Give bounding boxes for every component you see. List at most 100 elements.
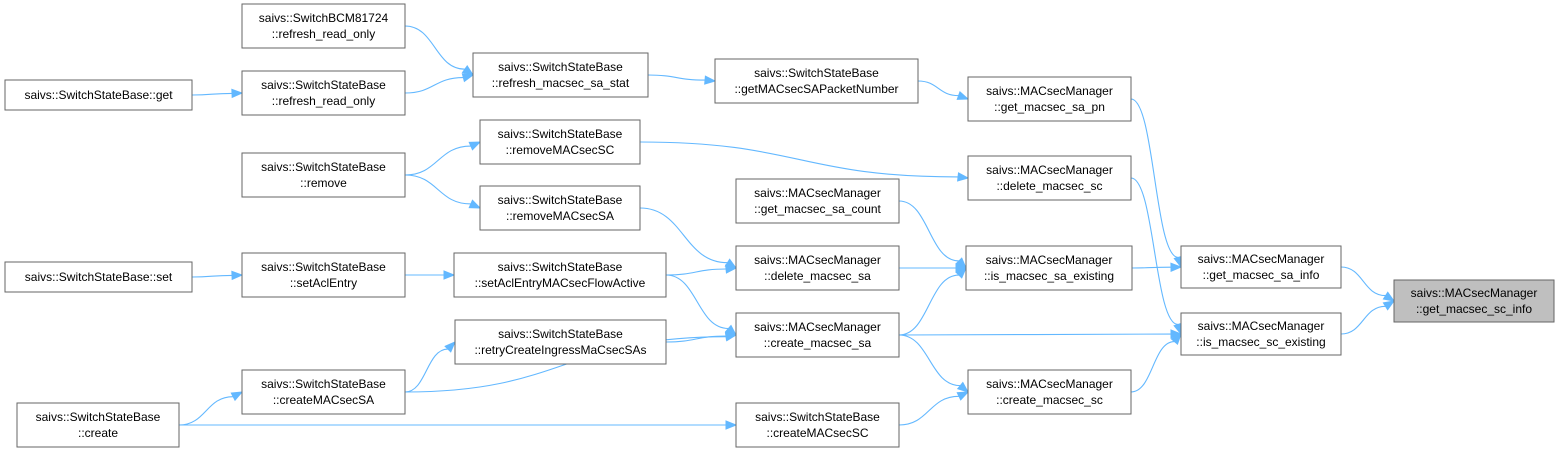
- edge-line: [1130, 98, 1179, 258]
- arrowhead-icon: [444, 341, 456, 353]
- node-label: ::get_macsec_sa_count: [754, 202, 881, 216]
- node-label: ::retryCreateIngressMaCsecSAs: [474, 343, 646, 357]
- node-sa_count[interactable]: saivs::MACsecManager::get_macsec_sa_coun…: [735, 178, 900, 224]
- node-label: ::create_macsec_sa: [764, 336, 872, 350]
- node-box: [967, 155, 1132, 201]
- node-label: saivs::SwitchStateBase::set: [25, 270, 173, 284]
- node-remove[interactable]: saivs::SwitchStateBase::remove: [241, 152, 406, 198]
- edge-line: [639, 207, 728, 264]
- node-label: ::delete_macsec_sc: [996, 179, 1102, 193]
- node-label: ::is_macsec_sa_existing: [984, 269, 1114, 283]
- node-box: [735, 245, 900, 291]
- node-box: [1393, 279, 1555, 323]
- node-label: ::setAclEntryMACsecFlowActive: [475, 276, 646, 290]
- node-sa_pn[interactable]: saivs::MACsecManager::get_macsec_sa_pn: [967, 76, 1132, 122]
- edge-removeSC-to-delete_sc: [639, 141, 970, 182]
- edge-line: [639, 141, 959, 178]
- node-sa_existing[interactable]: saivs::MACsecManager::is_macsec_sa_exist…: [965, 245, 1133, 291]
- edge-get-to-ssb_refresh: [191, 88, 244, 99]
- node-box: [16, 402, 180, 448]
- edge-line: [191, 92, 233, 96]
- node-sc_existing[interactable]: saivs::MACsecManager::is_macsec_sc_exist…: [1180, 312, 1342, 356]
- arrowhead-icon: [1170, 332, 1182, 346]
- node-label: saivs::MACsecManager: [986, 163, 1113, 177]
- node-box: [454, 319, 667, 365]
- node-create_sc[interactable]: saivs::MACsecManager::create_macsec_sc: [967, 369, 1132, 415]
- node-box: [241, 369, 406, 415]
- node-label: saivs::MACsecManager: [1198, 252, 1325, 266]
- call-nodes: saivs::MACsecManager::get_macsec_sc_info…: [4, 3, 1555, 448]
- edge-refresh_stat-to-getPN: [647, 74, 717, 85]
- edge-setAclFlow-to-create_sa: [665, 274, 738, 336]
- call-edges: [178, 25, 1396, 430]
- node-label: ::get_macsec_sa_pn: [994, 100, 1105, 114]
- node-removeSA[interactable]: saivs::SwitchStateBase::removeMACsecSA: [479, 185, 641, 231]
- node-label: saivs::MACsecManager: [754, 186, 881, 200]
- edge-line: [665, 335, 727, 343]
- node-create[interactable]: saivs::SwitchStateBase::create: [16, 402, 180, 448]
- node-label: saivs::SwitchStateBase: [754, 66, 879, 80]
- edge-create-to-createSA: [178, 391, 244, 426]
- node-box: [735, 178, 900, 224]
- node-box: [4, 79, 193, 111]
- node-delete_sc[interactable]: saivs::MACsecManager::delete_macsec_sc: [967, 155, 1132, 201]
- arrowhead-icon: [468, 141, 482, 151]
- arrowhead-icon: [724, 332, 738, 342]
- edge-line: [404, 77, 464, 94]
- node-setAclFlow[interactable]: saivs::SwitchStateBase::setAclEntryMACse…: [453, 252, 667, 298]
- edge-line: [178, 396, 234, 426]
- arrowhead-icon: [957, 172, 970, 182]
- arrowhead-icon: [461, 65, 475, 76]
- edge-line: [404, 348, 448, 393]
- edge-remove-to-removeSA: [404, 174, 482, 209]
- edge-line: [647, 74, 706, 81]
- node-sa_info[interactable]: saivs::MACsecManager::get_macsec_sa_info: [1180, 245, 1342, 289]
- edge-line: [1130, 341, 1175, 393]
- node-label: ::createMACsecSA: [273, 393, 374, 407]
- edge-line: [404, 25, 465, 70]
- node-label: ::createMACsecSC: [766, 426, 868, 440]
- node-createSA[interactable]: saivs::SwitchStateBase::createMACsecSA: [241, 369, 406, 415]
- node-label: saivs::MACsecManager: [754, 253, 881, 267]
- node-set[interactable]: saivs::SwitchStateBase::set: [4, 261, 193, 293]
- node-box: [967, 369, 1132, 415]
- node-label: saivs::MACsecManager: [986, 253, 1113, 267]
- edge-line: [1131, 266, 1172, 269]
- node-box: [1180, 312, 1342, 356]
- node-ssb_refresh[interactable]: saivs::SwitchStateBase::refresh_read_onl…: [241, 70, 406, 116]
- node-box: [453, 252, 667, 298]
- edge-line: [1340, 266, 1386, 297]
- edge-remove-to-removeSC: [404, 141, 482, 176]
- node-label: ::is_macsec_sc_existing: [1196, 335, 1325, 349]
- node-get[interactable]: saivs::SwitchStateBase::get: [4, 79, 193, 111]
- node-setAclEntry[interactable]: saivs::SwitchStateBase::setAclEntry: [241, 252, 406, 298]
- node-getPN[interactable]: saivs::SwitchStateBase::getMACsecSAPacke…: [714, 58, 919, 104]
- node-label: saivs::SwitchStateBase: [36, 410, 161, 424]
- node-root[interactable]: saivs::MACsecManager::get_macsec_sc_info: [1393, 279, 1555, 323]
- node-box: [965, 245, 1133, 291]
- node-label: ::create: [78, 426, 118, 440]
- node-label: saivs::SwitchStateBase: [261, 260, 386, 274]
- node-create_sa[interactable]: saivs::MACsecManager::create_macsec_sa: [735, 312, 900, 358]
- node-box: [735, 402, 900, 448]
- node-bcm[interactable]: saivs::SwitchBCM81724::refresh_read_only: [241, 3, 406, 49]
- arrowhead-icon: [468, 199, 482, 209]
- node-retryCreate[interactable]: saivs::SwitchStateBase::retryCreateIngre…: [454, 319, 667, 365]
- node-label: saivs::SwitchStateBase: [498, 193, 623, 207]
- edge-line: [1130, 177, 1179, 326]
- arrowhead-icon: [1170, 329, 1183, 339]
- arrowhead-icon: [1382, 300, 1396, 311]
- node-removeSC[interactable]: saivs::SwitchStateBase::removeMACsecSC: [479, 119, 641, 165]
- node-label: saivs::MACsecManager: [1411, 286, 1538, 300]
- node-delete_sa[interactable]: saivs::MACsecManager::delete_macsec_sa: [735, 245, 900, 291]
- edge-setAclFlow-to-delete_sa: [665, 264, 738, 276]
- node-label: saivs::MACsecManager: [754, 320, 881, 334]
- node-label: ::refresh_macsec_sa_stat: [492, 76, 630, 90]
- node-createSC[interactable]: saivs::SwitchStateBase::createMACsecSC: [735, 402, 900, 448]
- edge-line: [1340, 305, 1386, 335]
- node-refresh_stat[interactable]: saivs::SwitchStateBase::refresh_macsec_s…: [472, 52, 649, 98]
- edge-setAclEntry-to-setAclFlow: [404, 270, 456, 280]
- node-label: ::create_macsec_sc: [996, 393, 1103, 407]
- edge-line: [917, 80, 959, 97]
- node-label: saivs::MACsecManager: [986, 377, 1113, 391]
